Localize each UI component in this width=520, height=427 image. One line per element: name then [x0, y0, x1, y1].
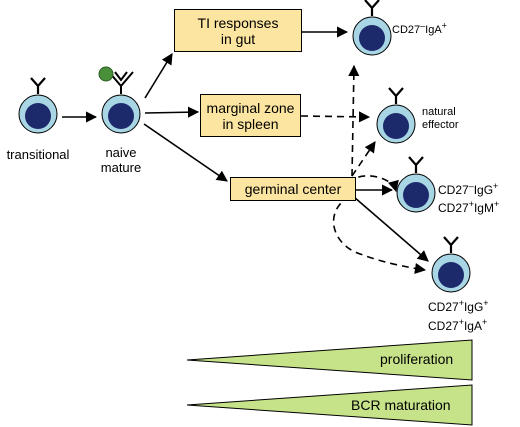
label-gc-memory-1: CD27–IgG+ CD27+IgM+ — [438, 181, 499, 217]
box-mz-line1: marginal zone — [206, 99, 295, 116]
label-bcr-maturation: BCR maturation — [351, 397, 451, 413]
dashed-arrows — [300, 64, 427, 275]
phenotype-line-2: CD27+IgM+ — [438, 199, 500, 216]
solid-arrows — [62, 26, 429, 262]
label-natural-effector: natural effector — [422, 106, 459, 131]
dashed-gc-to-memory2 — [332, 195, 427, 275]
cell-natural-effector — [375, 86, 417, 145]
antigen-icon — [98, 66, 114, 82]
label-transitional: transitional — [6, 147, 70, 162]
box-ti-line2: in gut — [220, 30, 256, 47]
label-mature: mature — [100, 160, 142, 175]
box-germinal-center: germinal center — [230, 177, 356, 201]
label-gut-phenotype: CD27–IgA+ — [392, 20, 447, 36]
cell-gc-memory-2 — [430, 235, 472, 294]
phenotype-line-4: CD27+IgA+ — [428, 317, 488, 334]
cell-transitional — [17, 76, 59, 135]
dashed-gc-to-effector — [351, 141, 376, 177]
label-naive-mature: naive mature — [91, 145, 151, 175]
arrow-to-ti — [144, 53, 173, 99]
box-ti-line1: TI responses — [197, 14, 279, 31]
cell-gc-memory-1 — [395, 155, 437, 214]
bcr-maturation-wedge — [186, 384, 473, 426]
box-mz-line2: in spleen — [222, 115, 279, 132]
cell-gut-iga — [351, 0, 393, 57]
label-proliferation: proliferation — [380, 351, 454, 367]
cell-naive-mature — [98, 66, 141, 134]
label-naive: naive — [105, 145, 137, 160]
label-gc-memory-2: CD27+IgG+ CD27+IgA+ — [428, 298, 489, 336]
dashed-gc-to-gut — [348, 64, 360, 177]
arrow-to-mz — [144, 106, 200, 118]
arrow-gc-to-memory2 — [353, 196, 429, 262]
arrow-to-gc — [143, 123, 228, 182]
phenotype-line-3: CD27+IgG+ — [428, 298, 489, 315]
proliferation-wedge — [186, 339, 473, 381]
dashed-mz-to-effector — [300, 111, 371, 123]
phenotype-line-1: CD27–IgG+ — [438, 181, 499, 198]
